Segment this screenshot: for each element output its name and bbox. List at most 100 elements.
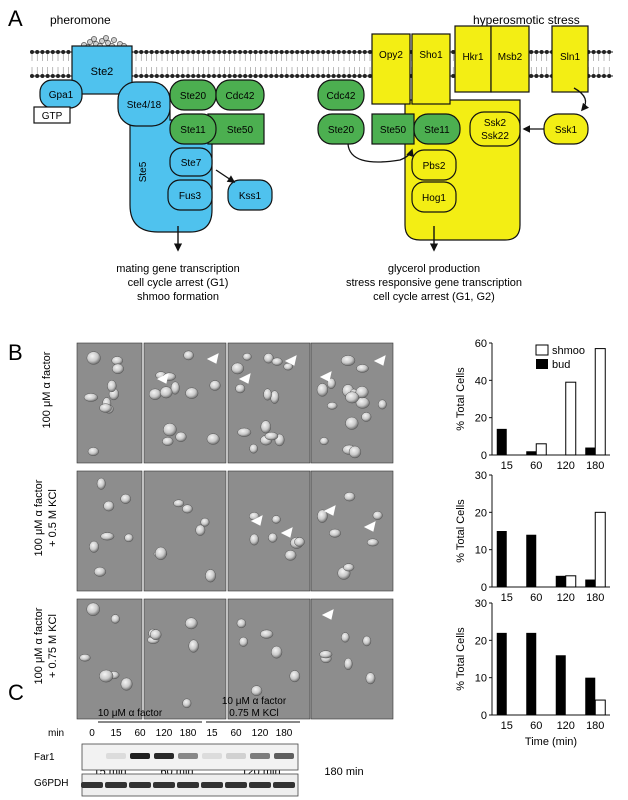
yeast-cell xyxy=(250,685,263,696)
yeast-cell xyxy=(86,602,100,617)
legend-shmoo-label: shmoo xyxy=(552,345,585,357)
ste20-right: Ste20 xyxy=(317,113,365,145)
cdc42-right: Cdc42 xyxy=(317,79,365,111)
lipid-head xyxy=(269,50,274,54)
yeast-cell xyxy=(355,386,369,399)
lipid-head xyxy=(529,50,534,54)
shmoo-arrowhead xyxy=(319,371,332,382)
lipid-head xyxy=(290,74,294,78)
bar-shmoo xyxy=(594,511,606,588)
lipid-head xyxy=(248,74,253,78)
lipid-head xyxy=(175,74,180,78)
lipid-head xyxy=(305,74,310,78)
bar-bud xyxy=(555,575,566,587)
mating-output-1: mating gene transcription xyxy=(116,263,240,275)
lipid-head xyxy=(596,74,601,78)
osmotic-title: hyperosmotic stress xyxy=(473,13,580,27)
x-axis-label: Time (min) xyxy=(525,736,577,748)
lipid-head xyxy=(602,74,606,78)
lipid-head xyxy=(264,74,268,78)
sho1: Sho1 xyxy=(411,33,451,105)
lipid-head xyxy=(222,74,227,78)
time-label-180: 180 min xyxy=(324,766,363,778)
yeast-cell xyxy=(103,500,115,512)
lipid-head xyxy=(243,74,248,78)
yeast-cell xyxy=(148,388,162,400)
lipid-head xyxy=(300,50,305,54)
yeast-cell xyxy=(263,352,274,364)
lipid-head xyxy=(139,50,144,54)
lipid-head xyxy=(258,74,263,78)
lipid-head xyxy=(154,74,159,78)
panel-c-letter: C xyxy=(8,680,24,705)
yeast-cell xyxy=(260,420,272,434)
yeast-cell xyxy=(271,515,281,524)
yeast-cell xyxy=(377,399,387,410)
yeast-cell xyxy=(264,431,279,441)
shmoo-arrowhead xyxy=(363,521,376,532)
shmoo-arrowhead xyxy=(323,505,336,516)
y-tick-label: 0 xyxy=(481,450,487,462)
lipid-head xyxy=(269,74,274,78)
yeast-cell xyxy=(316,383,329,397)
x-tick-label: 180 xyxy=(586,720,604,732)
yeast-cell xyxy=(182,504,193,514)
hkr1: Hkr1 xyxy=(454,25,492,93)
lipid-head xyxy=(279,50,284,54)
lipid-head xyxy=(144,74,149,78)
ste20-right-label: Ste20 xyxy=(328,125,355,136)
yeast-cell xyxy=(79,653,91,662)
y-tick-label: 0 xyxy=(481,710,487,722)
yeast-cell xyxy=(268,532,278,543)
lipid-head xyxy=(357,50,362,54)
row-2-line-1: 100 μM α factor xyxy=(33,479,45,556)
shmoo-arrowhead xyxy=(280,527,293,538)
x-tick-label: 15 xyxy=(501,592,513,604)
y-axis-label: % Total Cells xyxy=(455,627,467,691)
yeast-cell xyxy=(345,416,359,430)
yeast-cell xyxy=(329,528,341,538)
bar-shmoo xyxy=(565,381,577,456)
ste7-label: Ste7 xyxy=(181,158,202,169)
yeast-cell xyxy=(317,509,328,523)
msb2: Msb2 xyxy=(490,25,530,93)
hog1: Hog1 xyxy=(411,181,457,213)
ste11-left-label: Ste11 xyxy=(180,125,206,136)
yeast-cell xyxy=(289,670,301,683)
ste20-left-label: Ste20 xyxy=(180,91,207,102)
ssk2-label: Ssk2 xyxy=(484,118,507,129)
yeast-cell xyxy=(120,677,133,691)
lipid-head xyxy=(206,74,211,78)
kss1-label: Kss1 xyxy=(239,191,262,202)
ste20-left: Ste20 xyxy=(169,79,217,111)
lipid-head xyxy=(206,50,211,54)
shmoo-arrowhead xyxy=(156,373,169,384)
yeast-cell xyxy=(270,645,283,659)
lipid-head xyxy=(258,50,263,54)
yeast-cell xyxy=(162,436,174,446)
ste2-label: Ste2 xyxy=(91,66,114,78)
lipid-head xyxy=(591,50,596,54)
legend-bud-label: bud xyxy=(552,359,570,371)
lipid-head xyxy=(342,50,346,54)
lipid-head xyxy=(284,50,289,54)
lipid-head xyxy=(607,74,612,78)
lipid-head xyxy=(316,74,320,78)
gtp-label: GTP xyxy=(42,111,63,122)
pheromone-molecule xyxy=(111,37,117,43)
cdc42-left: Cdc42 xyxy=(215,79,265,111)
lipid-head xyxy=(149,50,154,54)
yeast-cell xyxy=(87,447,99,457)
lipid-head xyxy=(336,50,341,54)
bar-bud xyxy=(585,579,596,587)
yeast-cell xyxy=(270,390,280,404)
yeast-cell xyxy=(284,549,297,561)
lipid-head xyxy=(170,74,175,78)
lipid-head xyxy=(45,50,50,54)
lipid-head xyxy=(368,74,372,78)
y-tick-label: 10 xyxy=(475,673,487,685)
yeast-cell xyxy=(283,362,293,371)
lipid-head xyxy=(35,74,40,78)
hkr1-label: Hkr1 xyxy=(462,52,484,63)
